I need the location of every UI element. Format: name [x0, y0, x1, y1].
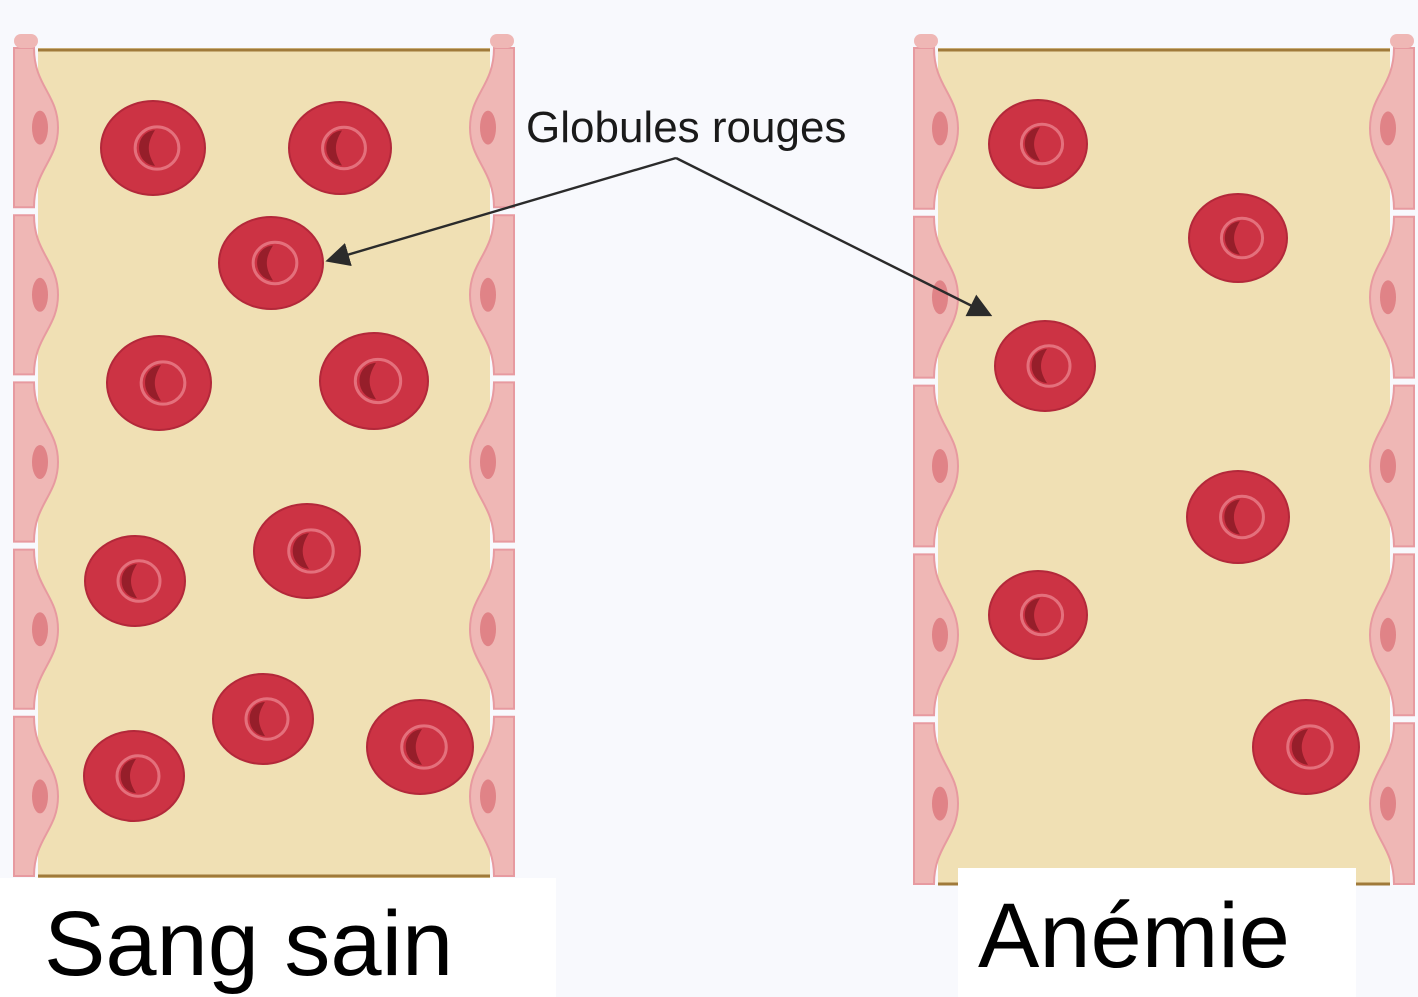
red-blood-cell: [995, 321, 1095, 411]
endothelial-nucleus: [1380, 618, 1396, 652]
red-blood-cell: [254, 504, 360, 598]
endothelial-nucleus: [32, 779, 48, 813]
endothelial-nucleus: [1380, 787, 1396, 821]
red-blood-cell: [1253, 700, 1359, 794]
endothelial-nucleus: [480, 111, 496, 145]
panel-label-anemia-text: Anémie: [978, 890, 1290, 982]
red-blood-cell: [989, 571, 1087, 659]
panel-label-anemia: Anémie: [958, 868, 1356, 997]
endothelial-nucleus: [1380, 280, 1396, 314]
endothelial-nucleus: [480, 278, 496, 312]
endothelial-nucleus: [32, 612, 48, 646]
endothelial-nucleus: [1380, 449, 1396, 483]
red-blood-cell: [219, 217, 323, 309]
endothelial-nucleus: [932, 111, 948, 145]
endothelial-nucleus: [32, 111, 48, 145]
endothelial-nucleus: [932, 618, 948, 652]
red-blood-cell: [85, 536, 185, 626]
red-blood-cell: [1189, 194, 1287, 282]
red-blood-cell: [213, 674, 313, 764]
panel-label-healthy-text: Sang sain: [44, 898, 453, 990]
red-blood-cell: [367, 700, 473, 794]
endothelial-nucleus: [932, 787, 948, 821]
endothelial-nucleus: [32, 445, 48, 479]
endothelial-nucleus: [480, 779, 496, 813]
panel-label-healthy: Sang sain: [0, 878, 556, 997]
red-blood-cell: [1187, 471, 1289, 563]
endothelial-nucleus: [1380, 111, 1396, 145]
endothelial-nucleus: [32, 278, 48, 312]
endothelial-nucleus: [932, 280, 948, 314]
endothelial-nucleus: [932, 449, 948, 483]
wall-cap: [1390, 34, 1414, 48]
wall-cap: [490, 34, 514, 48]
wall-cap: [14, 34, 38, 48]
vessel-healthy: [14, 34, 514, 878]
wall-cap: [914, 34, 938, 48]
endothelial-nucleus: [480, 445, 496, 479]
red-blood-cell: [320, 333, 428, 429]
callout-label: Globules rouges: [526, 103, 846, 152]
red-blood-cell: [101, 101, 205, 195]
red-blood-cell: [107, 336, 211, 430]
endothelial-nucleus: [480, 612, 496, 646]
vessel-anemia: [914, 34, 1414, 884]
red-blood-cell: [289, 102, 391, 194]
red-blood-cell: [84, 731, 184, 821]
red-blood-cell: [989, 100, 1087, 188]
